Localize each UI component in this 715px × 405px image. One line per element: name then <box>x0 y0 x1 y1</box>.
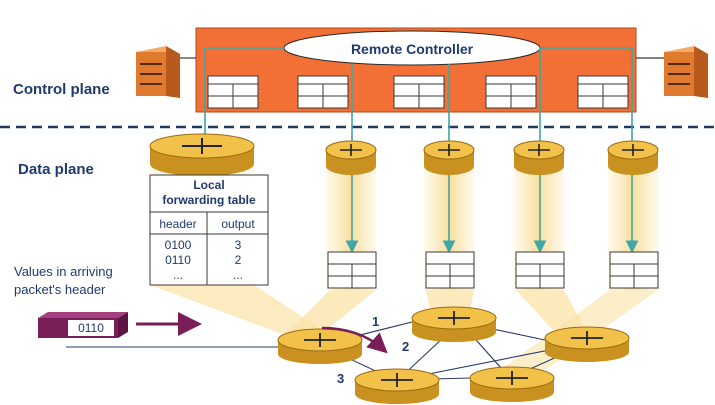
server-icon-right <box>664 46 708 98</box>
control-plane-label: Control plane <box>13 81 110 98</box>
table-cell: 3 <box>235 238 242 252</box>
packet-icon <box>38 312 128 338</box>
port-label-2: 2 <box>402 339 409 354</box>
table-title-line2: forwarding table <box>162 193 256 207</box>
data-plane-flow-tables <box>327 251 659 289</box>
data-plane-routers <box>149 133 659 176</box>
local-forwarding-table <box>149 174 269 286</box>
router-icon-2 <box>423 140 475 175</box>
port-label-3: 3 <box>337 371 344 386</box>
router-icon-4 <box>607 140 659 175</box>
table-cell: 0110 <box>165 253 191 267</box>
port-label-1: 1 <box>372 314 379 329</box>
packet-value: 0110 <box>78 321 104 335</box>
forward-curve-arrow <box>321 326 388 354</box>
physical-routers <box>277 306 630 404</box>
table-cell: ... <box>173 268 183 282</box>
router-icon-large <box>149 133 255 176</box>
remote-controller-label: Remote Controller <box>351 41 474 57</box>
table-cell: 0100 <box>165 238 192 252</box>
table-cell: 2 <box>235 253 242 267</box>
table-cell: ... <box>233 268 243 282</box>
values-caption-line1: Values in arriving <box>14 264 113 279</box>
values-caption-line2: packet's header <box>14 282 106 297</box>
table-header-header: header <box>159 217 196 231</box>
table-header-output: output <box>221 217 255 231</box>
router-icon-3 <box>513 140 565 175</box>
controller-flow-tables <box>207 75 629 109</box>
server-icon-left <box>136 46 180 98</box>
table-title-line1: Local <box>193 178 224 192</box>
router-icon-1 <box>325 140 377 175</box>
data-plane-label: Data plane <box>18 161 94 178</box>
